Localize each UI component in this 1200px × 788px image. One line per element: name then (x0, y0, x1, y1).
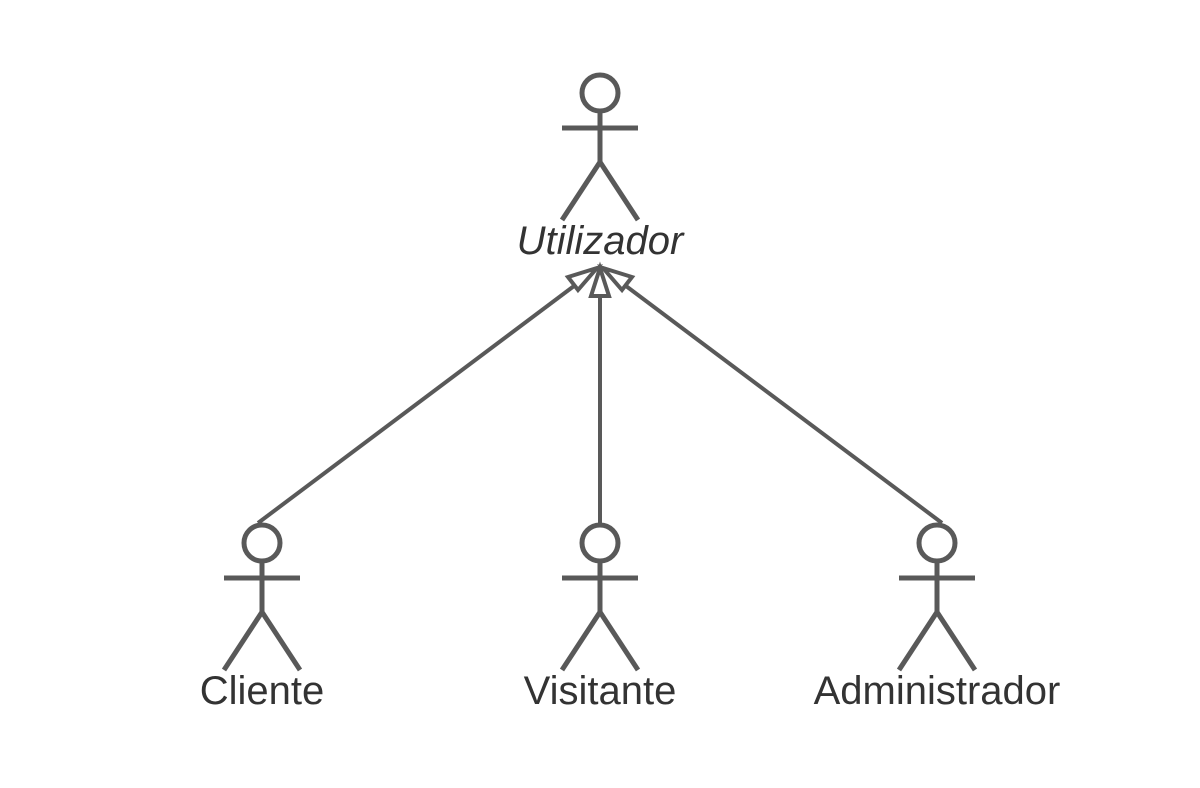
stick-figure-icon (896, 522, 978, 672)
actor-label-cliente: Cliente (200, 669, 325, 713)
actor-administrador[interactable]: Administrador (814, 522, 1061, 713)
actor-label-visitante: Visitante (524, 669, 677, 713)
actor-utilizador[interactable]: Utilizador (517, 72, 685, 263)
generalization-administrador-to-utilizador[interactable] (596, 264, 944, 525)
actor-label-administrador: Administrador (814, 669, 1061, 713)
actor-visitante[interactable]: Visitante (524, 522, 677, 713)
stick-figure-icon (559, 522, 641, 672)
actor-label-utilizador: Utilizador (517, 219, 685, 263)
generalization-client-to-utilizador[interactable] (256, 264, 604, 525)
actor-cliente[interactable]: Cliente (200, 522, 325, 713)
stick-figure-icon (559, 72, 641, 222)
stick-figure-icon (221, 522, 303, 672)
generalization-visitante-to-utilizador[interactable] (588, 261, 612, 523)
